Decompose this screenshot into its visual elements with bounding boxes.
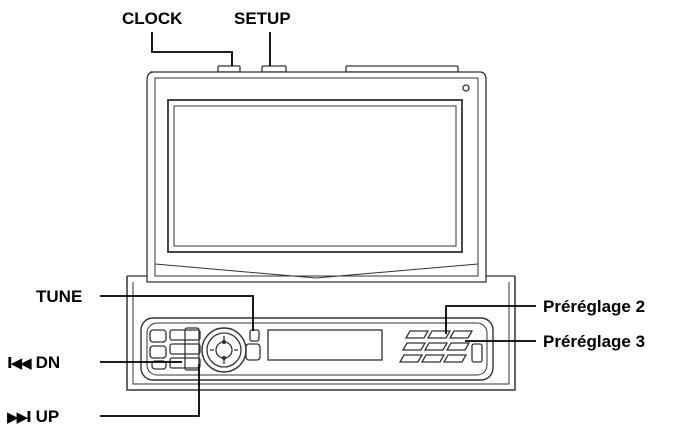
monitor-housing <box>146 71 487 283</box>
clock-label: CLOCK <box>122 9 183 28</box>
clock-leader-line <box>151 32 233 66</box>
monitor-top-buttons <box>217 65 459 73</box>
preset2-label: Préréglage 2 <box>543 297 646 316</box>
tune-label: TUNE <box>36 287 83 306</box>
preset-buttons <box>398 330 483 363</box>
dn-label: I◀◀DN <box>7 353 61 372</box>
panel-display <box>267 329 383 361</box>
preset3-label: Préréglage 3 <box>543 332 646 351</box>
up-leader-line <box>100 364 200 417</box>
tune-button <box>249 329 260 342</box>
setup-label: SETUP <box>234 9 291 28</box>
left-controls <box>149 327 201 371</box>
leader-lines <box>100 32 536 417</box>
skip-back-icon: I◀◀ <box>7 354 32 372</box>
chassis <box>126 275 516 391</box>
preset2-leader-line <box>445 305 536 334</box>
skip-forward-icon: ▶▶I <box>7 408 32 426</box>
led-indicator <box>462 84 470 92</box>
navigation-dial <box>201 327 247 373</box>
monitor-screen <box>167 99 463 253</box>
front-panel <box>140 317 494 381</box>
monitor-bevel <box>154 263 479 279</box>
tune-leader-line <box>100 295 254 331</box>
